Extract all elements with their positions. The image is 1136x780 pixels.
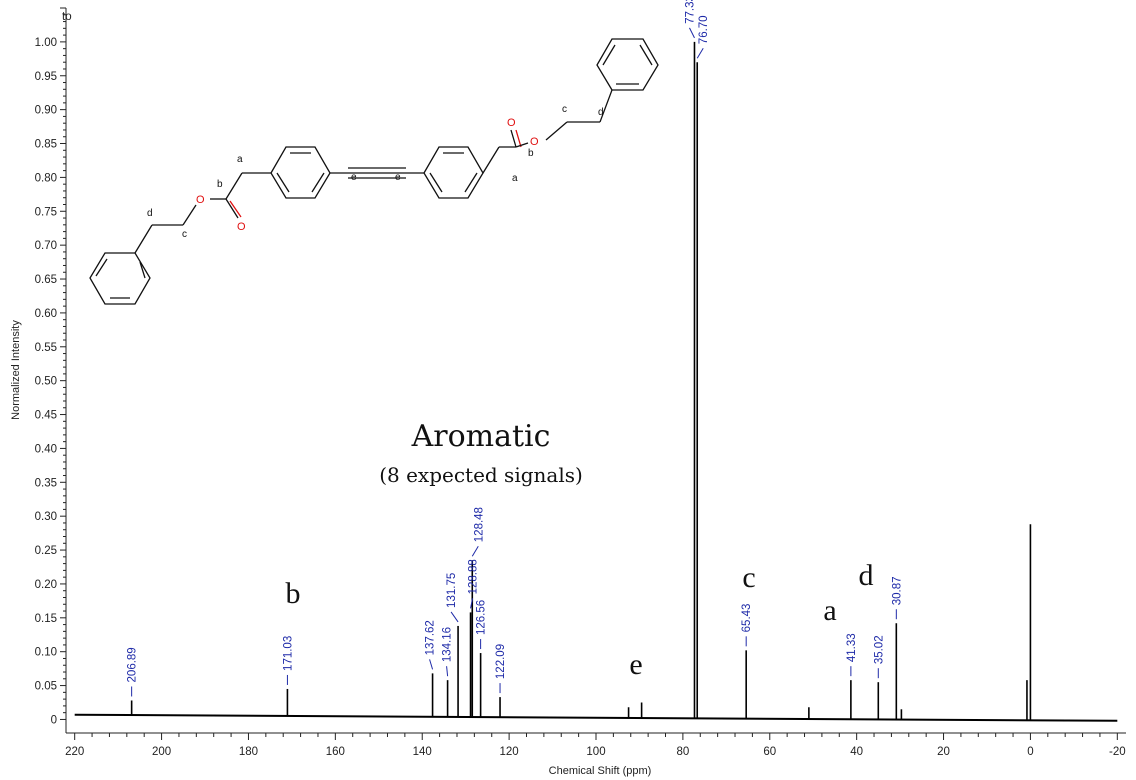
annotation-d: d [859, 559, 874, 592]
peak-label-leader [471, 545, 479, 557]
left-benzene-ring [270, 146, 331, 199]
x-tick-label: 200 [152, 746, 171, 758]
annotation-e: e [629, 648, 642, 681]
x-tick-label: 0 [1027, 746, 1033, 758]
y-tick-label: 0.50 [35, 376, 57, 388]
left-phenyl-ring [89, 252, 151, 305]
y-tick-label: 0.15 [35, 613, 57, 625]
y-tick-label: 0.30 [35, 511, 57, 523]
y-tick-label: 0.35 [35, 477, 57, 489]
y-tick-label: 0.25 [35, 545, 57, 557]
corner-label: to [62, 11, 72, 23]
y-tick-label: 0.85 [35, 139, 57, 151]
molecule-oxygen-right-carbonyl: O [507, 117, 516, 129]
peak-label-leader [470, 598, 474, 609]
right-benzene-ring [423, 146, 484, 199]
peak-value-label: 128.48 [473, 507, 485, 542]
x-tick-label: 180 [239, 746, 258, 758]
y-tick-label: 0.55 [35, 342, 57, 354]
peak-value-label: 206.89 [127, 647, 139, 682]
y-tick-label: 0.45 [35, 410, 57, 422]
molecule-label-d-left: d [147, 208, 153, 219]
peak-value-label: 65.43 [741, 604, 753, 633]
x-tick-label: 220 [65, 746, 84, 758]
peak-label-leader [689, 27, 695, 39]
x-tick-label: 40 [850, 746, 863, 758]
y-tick-label: 0 [51, 714, 57, 726]
peak-label-leader [696, 47, 704, 59]
peak-value-label: 128.88 [468, 559, 480, 594]
molecule-label-b-left: b [217, 179, 223, 190]
molecule-label-c-right: c [562, 104, 567, 115]
y-tick-label: 1.00 [35, 37, 57, 49]
y-tick-label: 0.90 [35, 105, 57, 117]
molecule-label-a-left: a [237, 154, 243, 165]
peak-value-label: 134.16 [442, 627, 454, 662]
molecule-oxygen-left: O [196, 194, 205, 206]
molecule-label-e-right: e [395, 172, 401, 183]
molecule-label-c-left: c [182, 229, 187, 240]
peak-labels: 206.89 171.03 137.62 134.16 131.75 128.88 128.… [127, 0, 903, 697]
annotation-b: b [286, 577, 301, 610]
peak-value-label: 122.09 [495, 644, 507, 679]
y-tick-label: 0.70 [35, 240, 57, 252]
x-tick-label: 60 [763, 746, 776, 758]
peak-value-label: 126.56 [476, 600, 488, 635]
molecule-label-b-right: b [528, 148, 534, 159]
y-tick-label: 0.95 [35, 71, 57, 83]
peak-label-leader [446, 666, 449, 677]
spectrum-trace [74, 41, 1118, 722]
y-tick-label: 0.05 [35, 681, 57, 693]
peak-value-label: 76.70 [698, 15, 710, 44]
y-axis-title: Normalized Intensity [10, 320, 22, 420]
x-tick-label: 100 [586, 746, 605, 758]
y-tick-label: 0.60 [35, 308, 57, 320]
aromatic-subtitle: (8 expected signals) [379, 463, 583, 487]
peak-label-leader [450, 611, 459, 623]
molecule-label-e-left: e [351, 172, 357, 183]
molecule-structure [89, 38, 659, 305]
x-tick-label: 120 [500, 746, 519, 758]
peak-value-label: 35.02 [873, 635, 885, 664]
y-tick-label: 0.20 [35, 579, 57, 591]
peak-value-label: 137.62 [425, 620, 437, 655]
molecule-oxygen-right: O [530, 136, 539, 148]
peak-value-label: 30.87 [891, 576, 903, 605]
molecule-oxygen-left-carbonyl: O [237, 221, 246, 233]
x-tick-label: 160 [326, 746, 345, 758]
annotation-c: c [742, 561, 755, 594]
peak-value-label: 77.33 [684, 0, 696, 24]
peak-value-label: 41.33 [846, 633, 858, 662]
molecule-label-d-right: d [598, 107, 604, 118]
y-tick-label: 0.80 [35, 172, 57, 184]
y-tick-label: 0.40 [35, 443, 57, 455]
y-tick-label: 0.65 [35, 274, 57, 286]
peak-label-leader [429, 659, 434, 670]
y-axis-ticks: 0 0.05 0.10 0.15 0.20 0.25 0.30 0.35 0.40 0.45 0.5… [35, 7, 66, 726]
x-axis-title: Chemical Shift (ppm) [549, 765, 652, 777]
molecule-label-a-right: a [512, 173, 518, 184]
x-tick-label: 140 [413, 746, 432, 758]
y-tick-label: 0.75 [35, 206, 57, 218]
x-tick-label: -20 [1109, 746, 1126, 758]
aromatic-title: Aromatic [411, 419, 551, 454]
x-tick-label: 20 [937, 746, 950, 758]
molecule-labels: O O O O a b c d e e a b c d [147, 104, 604, 240]
annotation-a: a [823, 594, 836, 627]
x-tick-label: 80 [676, 746, 689, 758]
right-phenyl-ring [596, 38, 659, 91]
peak-value-label: 171.03 [282, 636, 294, 671]
peak-value-label: 131.75 [446, 573, 458, 608]
y-tick-label: 0.10 [35, 647, 57, 659]
baseline [74, 713, 1118, 722]
